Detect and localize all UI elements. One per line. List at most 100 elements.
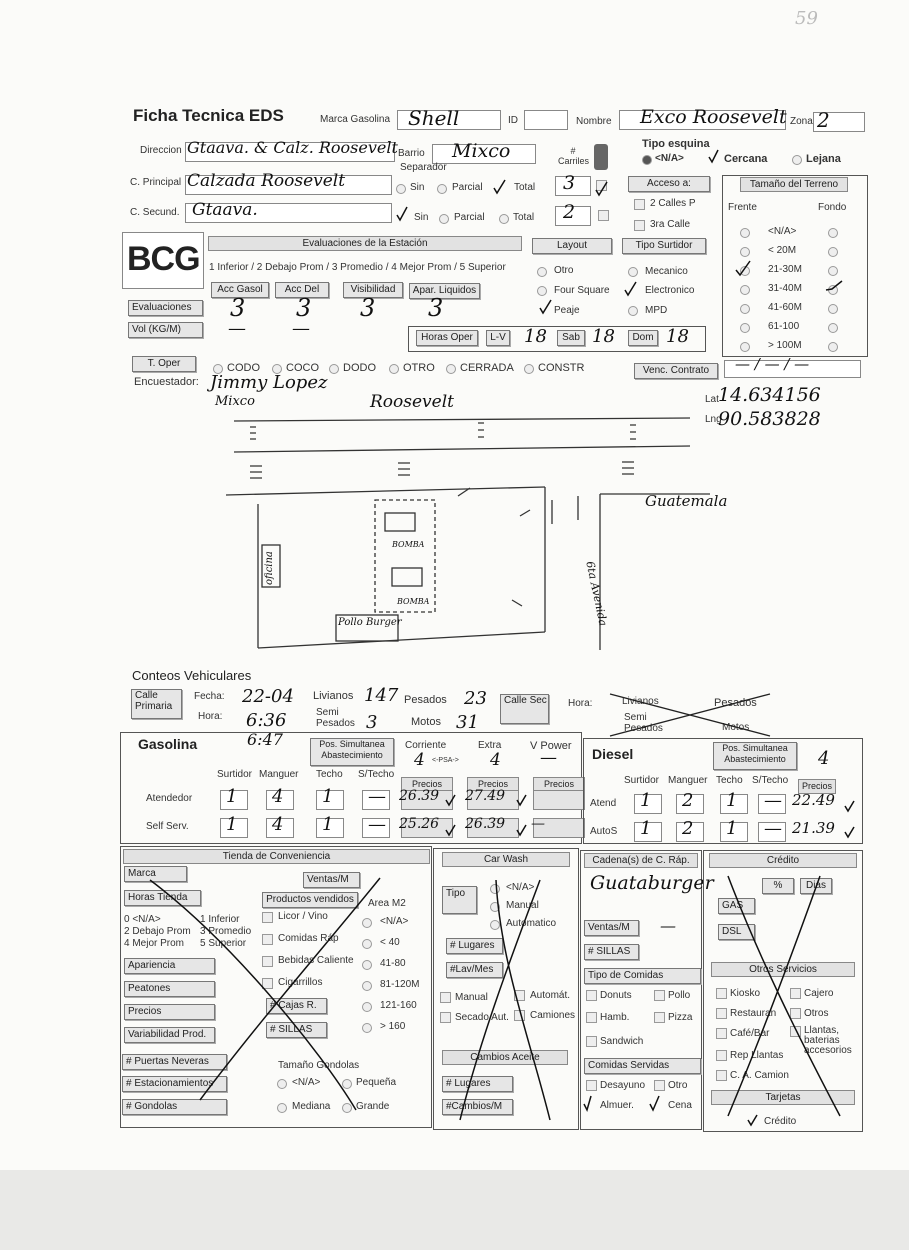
- cw-automat-check[interactable]: [514, 990, 525, 1001]
- otro-servicio-check[interactable]: [716, 1070, 727, 1081]
- comida-check[interactable]: [654, 1012, 665, 1023]
- diesel-cell-box[interactable]: [634, 794, 662, 814]
- toper-radio[interactable]: [446, 364, 456, 374]
- terreno-frente-radio[interactable]: [740, 247, 750, 257]
- diesel-pos-sim-button[interactable]: Pos. Simultanea Abastecimiento: [713, 742, 797, 770]
- terreno-frente-radio[interactable]: [740, 285, 750, 295]
- acc-del-button[interactable]: Acc Del: [275, 282, 329, 298]
- surtidor-mpd-radio[interactable]: [628, 306, 638, 316]
- comida-check[interactable]: [586, 990, 597, 1001]
- esquina-lejana-radio[interactable]: [792, 155, 802, 165]
- productos-button[interactable]: Productos vendidos: [262, 892, 358, 908]
- ventas-tienda-button[interactable]: Ventas/M: [303, 872, 360, 888]
- id-field[interactable]: [524, 110, 568, 130]
- terreno-fondo-radio[interactable]: [828, 247, 838, 257]
- layout-four-radio[interactable]: [537, 286, 547, 296]
- comidas-servidas-button[interactable]: Comidas Servidas: [584, 1058, 701, 1074]
- area-radio[interactable]: [362, 960, 372, 970]
- gas-cell-box[interactable]: [316, 818, 344, 838]
- tienda-eval-button[interactable]: Apariencia: [124, 958, 215, 974]
- comida-check[interactable]: [586, 1012, 597, 1023]
- otro-servicio-check[interactable]: [790, 1008, 801, 1019]
- puertas-button[interactable]: # Puertas Neveras: [122, 1054, 227, 1070]
- c-secund-field[interactable]: [185, 203, 392, 223]
- surtidor-mecanico-radio[interactable]: [628, 267, 638, 277]
- cp-sin-radio[interactable]: [396, 184, 406, 194]
- barrio-field[interactable]: [432, 144, 536, 164]
- evaluaciones-button[interactable]: Evaluaciones: [128, 300, 203, 316]
- cambios-lugares-button[interactable]: # Lugares: [442, 1076, 513, 1092]
- cs-carriles-field[interactable]: [555, 206, 591, 226]
- terreno-frente-radio[interactable]: [740, 228, 750, 238]
- otro-servicio-check[interactable]: [716, 1028, 727, 1039]
- layout-button[interactable]: Layout: [532, 238, 612, 254]
- cajas-button[interactable]: # Cajas R.: [266, 998, 327, 1014]
- cs-parcial-radio[interactable]: [439, 214, 449, 224]
- producto-check[interactable]: [262, 912, 273, 923]
- producto-check[interactable]: [262, 956, 273, 967]
- cw-secado-check[interactable]: [440, 1012, 451, 1023]
- otro-servicio-check[interactable]: [790, 988, 801, 999]
- terreno-frente-radio[interactable]: [740, 342, 750, 352]
- cambios-mes-button[interactable]: #Cambios/M: [442, 1099, 513, 1115]
- gas-price-box[interactable]: [533, 818, 585, 838]
- gondolas-button[interactable]: # Gondolas: [122, 1099, 227, 1115]
- c-principal-field[interactable]: [185, 175, 392, 195]
- cp-parcial-radio[interactable]: [437, 184, 447, 194]
- otro-servicio-check[interactable]: [790, 1026, 801, 1037]
- carwash-tipo-button[interactable]: Tipo: [442, 886, 477, 914]
- dsl-credito-button[interactable]: DSL: [718, 924, 755, 940]
- toper-radio[interactable]: [213, 364, 223, 374]
- otro-check[interactable]: [654, 1080, 665, 1091]
- acceso-2calles-check[interactable]: [634, 199, 645, 210]
- gas-cell-box[interactable]: [220, 790, 248, 810]
- gas-cell-box[interactable]: [266, 790, 294, 810]
- calle-sec-button[interactable]: Calle Sec: [500, 694, 549, 724]
- toper-radio[interactable]: [329, 364, 339, 374]
- area-radio[interactable]: [362, 1002, 372, 1012]
- gas-credito-button[interactable]: GAS: [718, 898, 755, 914]
- acceso-button[interactable]: Acceso a:: [628, 176, 710, 192]
- gondola-na-radio[interactable]: [277, 1079, 287, 1089]
- terreno-frente-radio[interactable]: [740, 304, 750, 314]
- tipo-comidas-button[interactable]: Tipo de Comidas: [584, 968, 701, 984]
- esquina-na-radio[interactable]: [642, 155, 652, 165]
- nombre-field[interactable]: [619, 110, 786, 130]
- tipo-surtidor-button[interactable]: Tipo Surtidor: [622, 238, 706, 254]
- area-radio[interactable]: [362, 981, 372, 991]
- tienda-eval-button[interactable]: Peatones: [124, 981, 215, 997]
- tienda-eval-button[interactable]: Precios: [124, 1004, 215, 1020]
- sillas-tienda-button[interactable]: # SILLAS: [266, 1022, 327, 1038]
- cw-lavmes-button[interactable]: #Lav/Mes: [446, 962, 503, 978]
- cs-total-radio[interactable]: [499, 214, 509, 224]
- apar-liquidos-button[interactable]: Apar. Liquidos: [409, 283, 480, 299]
- toper-radio[interactable]: [389, 364, 399, 374]
- venc-contrato-field[interactable]: [724, 360, 861, 378]
- visibilidad-button[interactable]: Visibilidad: [343, 282, 403, 298]
- cw-camiones-check[interactable]: [514, 1010, 525, 1021]
- diesel-cell-box[interactable]: [758, 794, 786, 814]
- calle-primaria-button[interactable]: Calle Primaria: [131, 689, 182, 719]
- t-oper-button[interactable]: T. Oper: [132, 356, 196, 372]
- gas-cell-box[interactable]: [362, 790, 390, 810]
- otro-servicio-check[interactable]: [716, 1050, 727, 1061]
- terreno-frente-radio[interactable]: [740, 323, 750, 333]
- cs-esquina-check[interactable]: [598, 210, 609, 221]
- comida-check[interactable]: [586, 1036, 597, 1047]
- gas-pos-sim-button[interactable]: Pos. Simultanea Abastecimiento: [310, 738, 394, 766]
- terreno-fondo-radio[interactable]: [828, 266, 838, 276]
- layout-otro-radio[interactable]: [537, 267, 547, 277]
- carwash-title[interactable]: Car Wash: [442, 852, 570, 867]
- diesel-cell-box[interactable]: [676, 822, 704, 842]
- zona-field[interactable]: [813, 112, 865, 132]
- vol-button[interactable]: Vol (KG/M): [128, 322, 203, 338]
- gas-cell-box[interactable]: [266, 818, 294, 838]
- terreno-fondo-radio[interactable]: [828, 228, 838, 238]
- terreno-fondo-radio[interactable]: [828, 304, 838, 314]
- cw-na-radio[interactable]: [490, 884, 500, 894]
- terreno-frente-radio[interactable]: [740, 266, 750, 276]
- marca-field[interactable]: [397, 110, 501, 130]
- cadenas-ventas-button[interactable]: Ventas/M: [584, 920, 639, 936]
- cw-auto-radio[interactable]: [490, 920, 500, 930]
- pct-button[interactable]: %: [762, 878, 794, 894]
